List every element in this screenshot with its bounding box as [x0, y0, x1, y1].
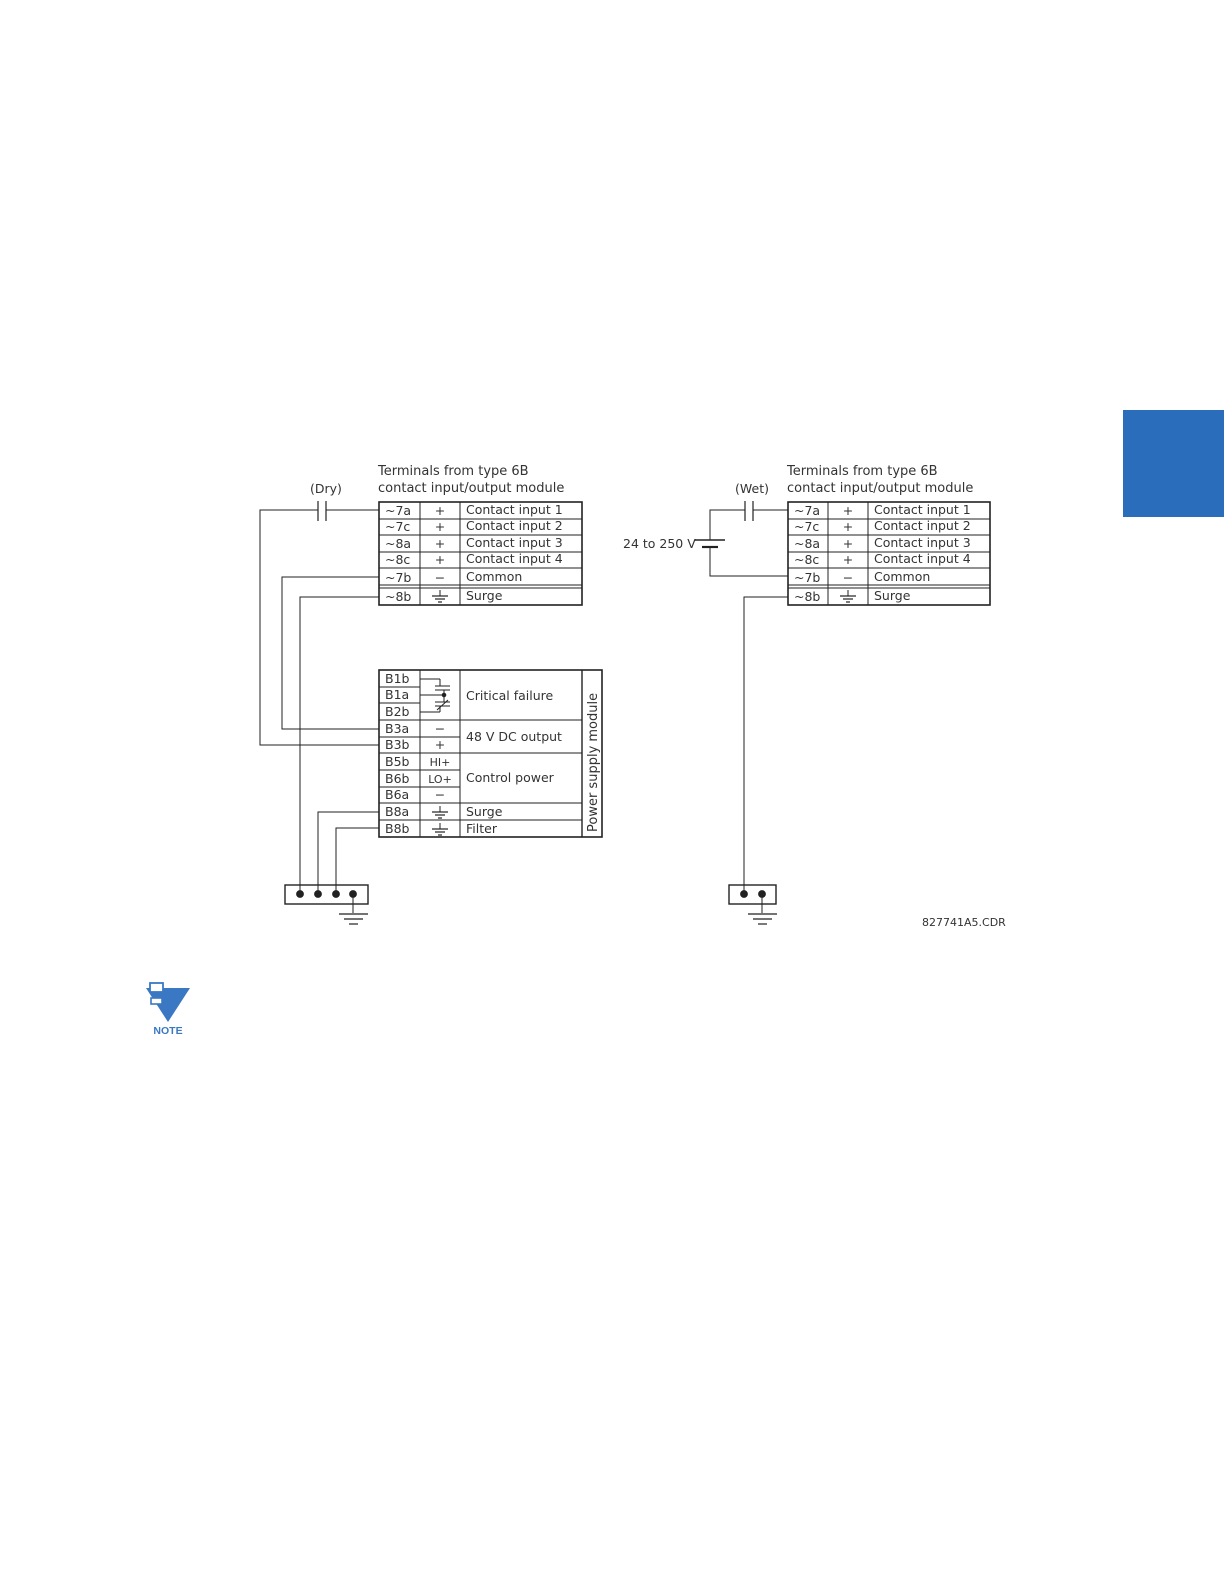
- ps-control-power: Control power: [466, 770, 555, 785]
- ps-sign-b6b: LO+: [428, 773, 452, 786]
- wet-label-surge: Surge: [874, 588, 911, 603]
- wet-label-4: Contact input 4: [874, 551, 971, 566]
- wet-header-line2: contact input/output module: [787, 481, 973, 496]
- dry-sign-3: +: [435, 536, 445, 551]
- ps-surge: Surge: [466, 804, 503, 819]
- dry-terminal-7b: ~7b: [385, 570, 411, 585]
- dry-terminal-8c: ~8c: [385, 552, 410, 567]
- wet-terminal-7b: ~7b: [794, 570, 820, 585]
- wet-earth-ground-icon: [748, 913, 777, 925]
- ps-terminal-b6b: B6b: [385, 771, 410, 786]
- dry-label-common: Common: [466, 569, 522, 584]
- ps-terminal-b8a: B8a: [385, 804, 409, 819]
- wet-header-line1: Terminals from type 6B: [786, 464, 938, 479]
- wet-contact-tag: (Wet): [735, 481, 769, 496]
- wet-terminal-block: [787, 501, 991, 606]
- dry-label-surge: Surge: [466, 588, 503, 603]
- wet-terminal-8c: ~8c: [794, 552, 819, 567]
- wet-wiring: [709, 509, 788, 894]
- dry-contact-icon: [317, 501, 327, 521]
- wet-sign-1: +: [843, 503, 853, 518]
- ps-sign-b3a: −: [435, 721, 445, 736]
- wet-label-2: Contact input 2: [874, 518, 971, 533]
- ps-sign-b6a: −: [435, 787, 445, 802]
- ps-filter: Filter: [466, 821, 498, 836]
- wet-voltage-label: 24 to 250 V: [623, 536, 696, 551]
- ps-filter-ground-icon: [431, 822, 449, 836]
- dry-wiring: [259, 509, 379, 894]
- ps-terminal-b3b: B3b: [385, 737, 410, 752]
- wet-ground-bus: [728, 884, 777, 913]
- dry-sign-2: +: [435, 519, 445, 534]
- figure-id: 827741A5.CDR: [922, 916, 1006, 929]
- battery-icon: [695, 539, 725, 549]
- ps-terminal-b5b: B5b: [385, 754, 410, 769]
- wet-sign-2: +: [843, 519, 853, 534]
- wet-terminal-8a: ~8a: [794, 536, 820, 551]
- wet-sign-common: −: [843, 570, 853, 585]
- power-supply-block: [378, 669, 603, 838]
- ps-terminal-b8b: B8b: [385, 821, 410, 836]
- dry-sign-4: +: [435, 552, 445, 567]
- ps-module-title: Power supply module: [586, 693, 601, 832]
- note-icon: NOTE: [146, 982, 190, 1037]
- note-label: NOTE: [153, 1025, 182, 1037]
- critical-failure-relay-icon: [420, 678, 450, 713]
- ps-terminal-b3a: B3a: [385, 721, 409, 736]
- dry-contact-tag: (Dry): [310, 481, 342, 496]
- dry-terminal-8b: ~8b: [385, 589, 411, 604]
- wet-sign-3: +: [843, 536, 853, 551]
- wet-surge-ground-icon: [839, 589, 857, 603]
- wet-contact-icon: [744, 501, 754, 521]
- dry-label-3: Contact input 3: [466, 535, 563, 550]
- dry-sign-1: +: [435, 503, 445, 518]
- dry-sign-common: −: [435, 570, 445, 585]
- ps-critical-failure: Critical failure: [466, 688, 553, 703]
- dry-header-line2: contact input/output module: [378, 481, 564, 496]
- wet-terminal-8b: ~8b: [794, 589, 820, 604]
- ps-terminal-b2b: B2b: [385, 704, 410, 719]
- ps-surge-ground-icon: [431, 805, 449, 819]
- ps-dc-output: 48 V DC output: [466, 729, 562, 744]
- dry-label-1: Contact input 1: [466, 502, 563, 517]
- wet-terminal-7c: ~7c: [794, 519, 819, 534]
- dry-terminal-block: [378, 501, 583, 606]
- dry-terminal-7a: ~7a: [385, 503, 411, 518]
- wet-sign-4: +: [843, 552, 853, 567]
- dry-label-2: Contact input 2: [466, 518, 563, 533]
- ps-terminal-b6a: B6a: [385, 787, 409, 802]
- dry-terminal-7c: ~7c: [385, 519, 410, 534]
- ps-sign-b5b: HI+: [430, 756, 451, 769]
- dry-surge-ground-icon: [431, 589, 449, 603]
- wet-label-1: Contact input 1: [874, 502, 971, 517]
- wet-label-common: Common: [874, 569, 930, 584]
- ps-sign-b3b: +: [435, 737, 445, 752]
- chapter-side-tab: [1123, 410, 1224, 517]
- dry-label-4: Contact input 4: [466, 551, 563, 566]
- dry-header-line1: Terminals from type 6B: [377, 464, 529, 479]
- dry-terminal-8a: ~8a: [385, 536, 411, 551]
- dry-earth-ground-icon: [339, 913, 368, 925]
- wet-label-3: Contact input 3: [874, 535, 971, 550]
- dry-ground-bus: [284, 884, 369, 913]
- ps-terminal-b1a: B1a: [385, 687, 409, 702]
- wet-terminal-7a: ~7a: [794, 503, 820, 518]
- ps-terminal-b1b: B1b: [385, 671, 410, 686]
